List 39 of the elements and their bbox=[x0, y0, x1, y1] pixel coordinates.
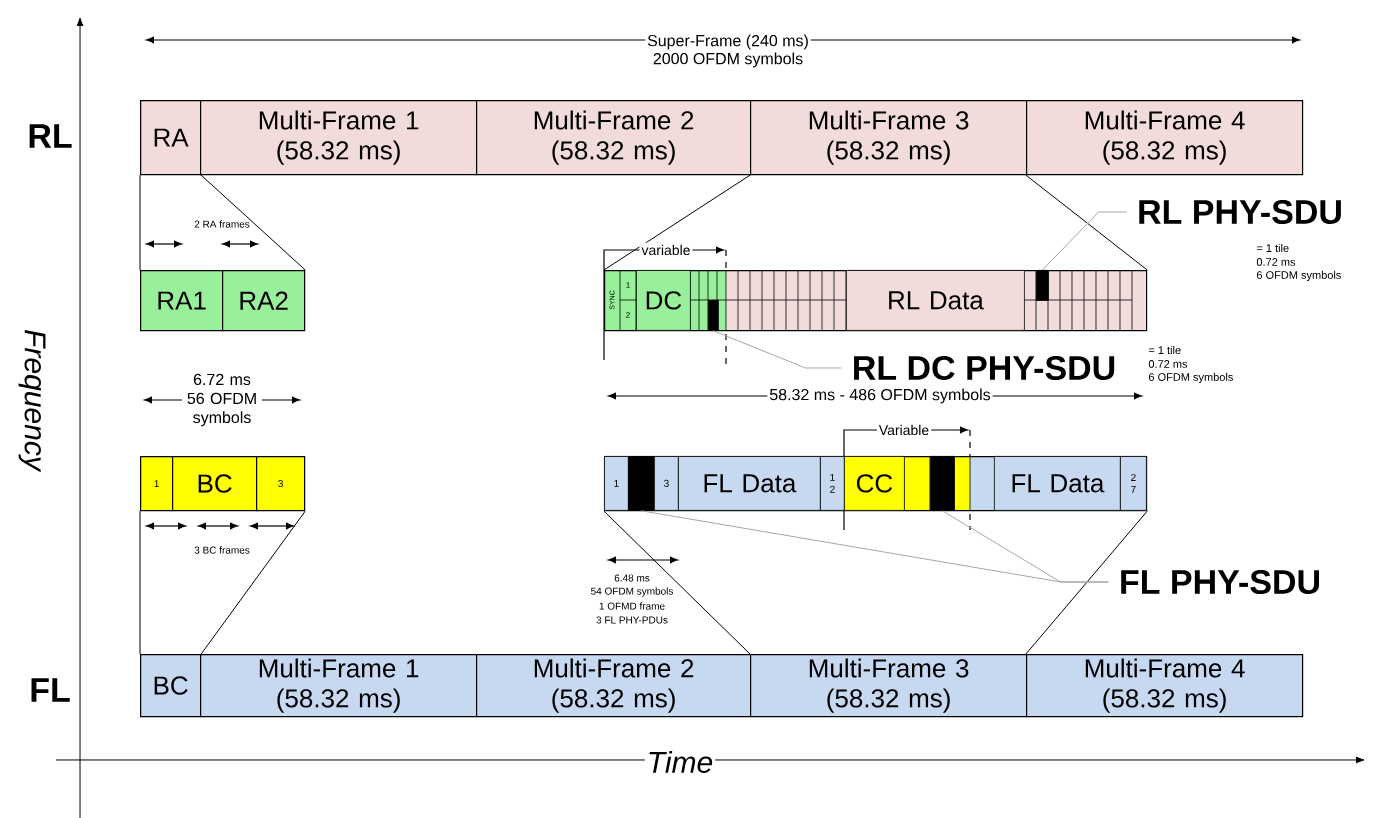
sdu-title: FL PHY-SDU bbox=[1121, 569, 1319, 595]
leader-line bbox=[712, 330, 842, 369]
frame-box: Multi-Frame 3 (58.32 ms) bbox=[750, 654, 1028, 718]
dimension-label: 2000 OFDM symbols bbox=[653, 52, 803, 68]
frame-box: CC bbox=[844, 456, 905, 511]
row-label: RL bbox=[29, 124, 72, 148]
leader-line bbox=[941, 510, 1110, 583]
dimension-label: 6.72 ms 56 OFDM symbols bbox=[182, 371, 262, 429]
axis-label: Time bbox=[644, 748, 716, 775]
sdu-cell bbox=[1036, 270, 1049, 301]
row-label: FL bbox=[31, 678, 70, 702]
frame-box: DC bbox=[636, 270, 691, 331]
frame-box: Multi-Frame 2 (58.32 ms) bbox=[476, 100, 752, 176]
dimension-label: 58.32 ms - 486 OFDM symbols bbox=[767, 386, 993, 406]
frame-box: RL Data bbox=[846, 270, 1025, 331]
sdu-cell bbox=[930, 456, 955, 511]
zoom-line bbox=[1025, 510, 1148, 655]
frame-box: RA2 bbox=[222, 270, 306, 332]
frame-box: BC bbox=[140, 654, 202, 718]
zoom-line bbox=[200, 510, 306, 655]
zoom-line bbox=[139, 510, 141, 655]
zoom-line bbox=[1025, 174, 1148, 271]
zoom-line bbox=[603, 174, 751, 271]
zoom-line bbox=[139, 174, 141, 271]
frame-box: RA1 bbox=[140, 270, 224, 332]
frame-box: RA bbox=[140, 100, 202, 176]
sdu-title: RL DC PHY-SDU bbox=[854, 355, 1115, 381]
sdu-cell bbox=[628, 456, 655, 511]
frame-box: Multi-Frame 2 (58.32 ms) bbox=[476, 654, 752, 718]
sdu-cell bbox=[708, 300, 719, 331]
frame-box: Multi-Frame 3 (58.32 ms) bbox=[750, 100, 1028, 176]
zoom-line bbox=[603, 510, 751, 655]
sdu-title: RL PHY-SDU bbox=[1139, 199, 1341, 225]
leader-line bbox=[1041, 211, 1128, 271]
frame-box: Multi-Frame 4 (58.32 ms) bbox=[1026, 100, 1304, 176]
zoom-line bbox=[200, 174, 306, 271]
dimension-label: Super-Frame (240 ms) bbox=[645, 32, 811, 52]
axis-label: Frequency bbox=[18, 330, 46, 473]
frame-box: Multi-Frame 4 (58.32 ms) bbox=[1026, 654, 1304, 718]
